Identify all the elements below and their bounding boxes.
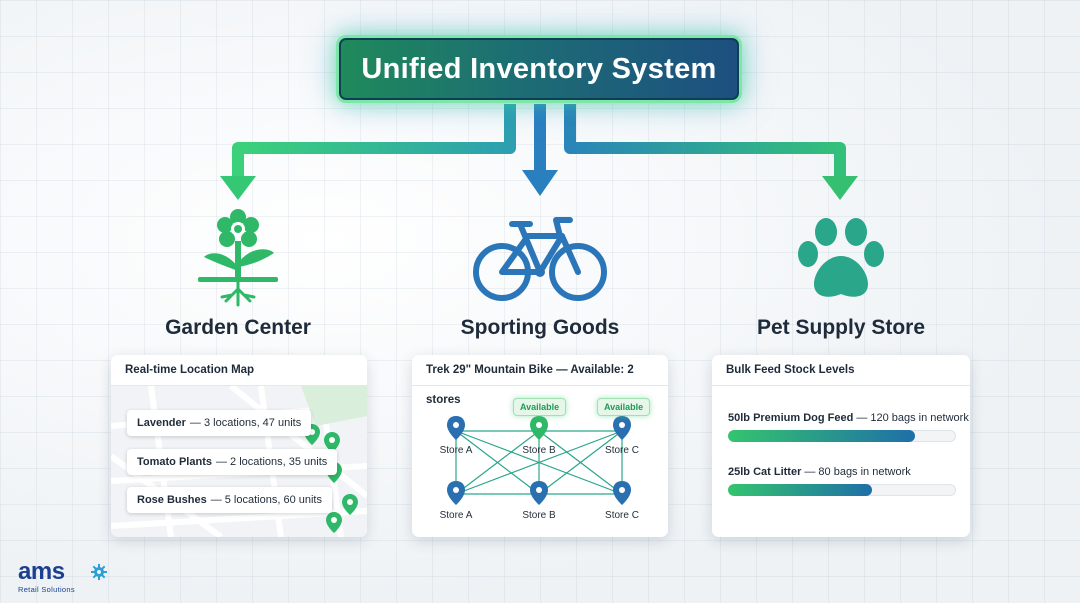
location-map-card: Real-time Location Map: [111, 355, 367, 537]
node-label-bottom-a: Store A: [439, 510, 473, 521]
node-label-top-b: Store B: [522, 445, 556, 456]
node-label-top-a: Store A: [439, 445, 473, 456]
branch-title-pet: Pet Supply Store: [756, 316, 926, 339]
arrow-to-pet: [564, 104, 846, 178]
location-map-title: Real-time Location Map: [111, 355, 367, 386]
item-name: Rose Bushes: [137, 494, 207, 506]
available-badge-store-c: Available: [597, 398, 651, 416]
item-detail: — 2 locations, 35 units: [215, 456, 328, 468]
node-label-top-c: Store C: [605, 445, 639, 456]
map-item-lavender[interactable]: Lavender — 3 locations, 47 units: [127, 410, 312, 436]
arrow-to-garden: [232, 104, 516, 178]
stock-item-dog-feed: 50lb Premium Dog Feed— 120 bags in netwo…: [728, 412, 969, 442]
stock-levels-title: Bulk Feed Stock Levels: [712, 355, 970, 386]
available-badge-store-b: Available: [513, 398, 567, 416]
item-detail: — 3 locations, 47 units: [189, 417, 302, 429]
logo-name: ams: [18, 558, 65, 585]
arrow-head-garden: [220, 176, 256, 200]
item-detail: — 5 locations, 60 units: [210, 494, 322, 506]
bicycle-icon: [473, 217, 607, 301]
store-network-title: Trek 29" Mountain Bike — Available: 2 st…: [412, 355, 668, 406]
item-name: Tomato Plants: [137, 456, 212, 468]
stock-item-cat-litter: 25lb Cat Litter— 80 bags in network: [728, 466, 956, 496]
stock-bar-fill-dog-feed: [728, 430, 915, 442]
node-label-bottom-b: Store B: [522, 510, 556, 521]
stock-bar-track: [728, 484, 956, 496]
item-name: 25lb Cat Litter: [728, 466, 802, 478]
stock-bar-fill-cat-litter: [728, 484, 872, 496]
branch-title-sporting: Sporting Goods: [460, 316, 620, 339]
item-name: 50lb Premium Dog Feed: [728, 412, 854, 424]
flower-icon: [198, 209, 278, 307]
stock-bar-track: [728, 430, 956, 442]
location-map[interactable]: Lavender — 3 locations, 47 units Tomato …: [111, 386, 367, 537]
item-name: Lavender: [137, 417, 186, 429]
stock-levels-card: Bulk Feed Stock Levels 50lb Premium Dog …: [712, 355, 970, 537]
node-label-bottom-c: Store C: [605, 510, 639, 521]
item-detail: — 120 bags in network: [856, 412, 969, 424]
gear-icon: [91, 564, 107, 580]
title-box: Unified Inventory System: [336, 35, 742, 103]
store-network: Available Available Store A Store B Stor…: [412, 386, 668, 537]
paw-icon: [798, 218, 884, 297]
diagram-title: Unified Inventory System: [361, 52, 717, 85]
map-item-rose-bushes[interactable]: Rose Bushes — 5 locations, 60 units: [127, 487, 332, 513]
map-item-tomato-plants[interactable]: Tomato Plants — 2 locations, 35 units: [127, 449, 338, 475]
logo-tagline: Retail Solutions: [18, 585, 75, 594]
item-detail: — 80 bags in network: [804, 466, 911, 478]
store-pins: [447, 416, 631, 505]
store-network-card: Trek 29" Mountain Bike — Available: 2 st…: [412, 355, 668, 537]
branch-title-garden: Garden Center: [165, 316, 311, 339]
arrow-head-pet: [822, 176, 858, 200]
arrow-head-sporting: [522, 170, 558, 196]
company-logo: ams Retail Solutions: [18, 558, 107, 594]
